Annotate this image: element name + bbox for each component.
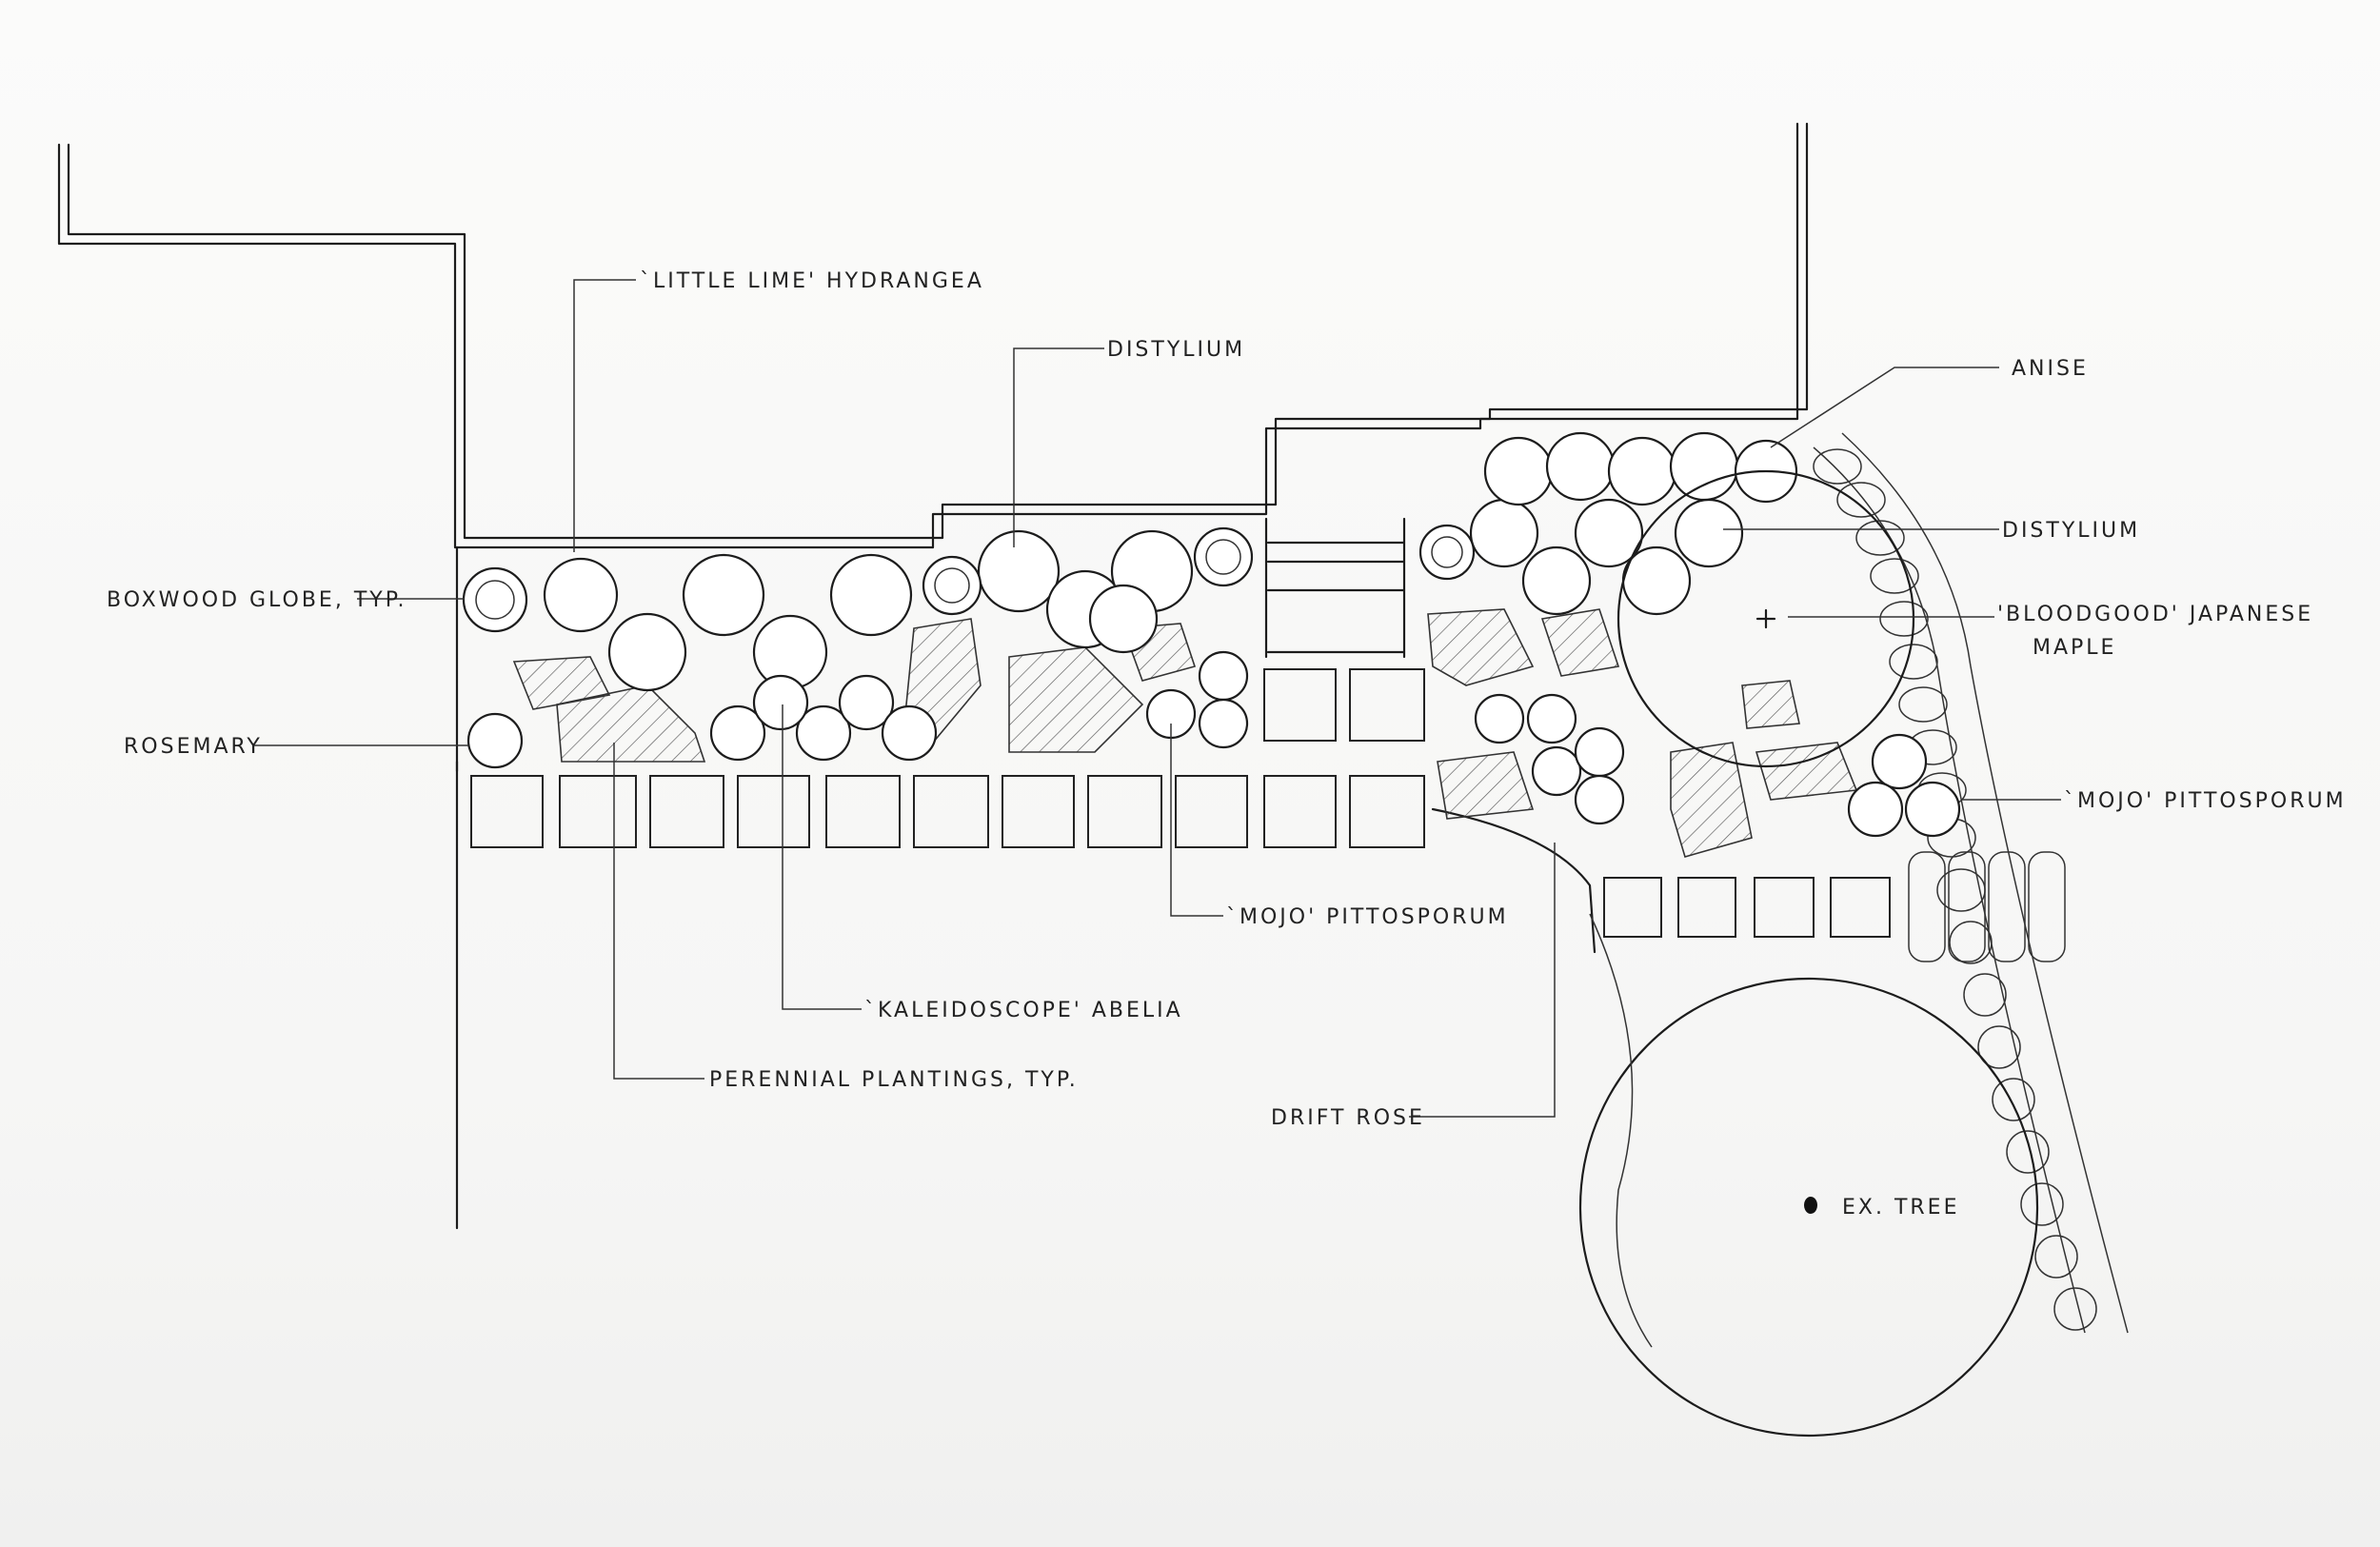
shrubs-hydrangea <box>543 553 913 692</box>
existing-tree-canopy <box>1578 977 2039 1438</box>
rosemary-shrub <box>466 712 524 769</box>
label-boxwood-globe: BOXWOOD GLOBE, TYP. <box>107 588 407 612</box>
existing-tree-trunk <box>1804 1197 1817 1214</box>
leader-lines <box>252 279 2061 1118</box>
shrubs-mojo-pittosporum-right <box>1847 733 1961 838</box>
perennial-planting-beds <box>512 608 1858 858</box>
shrubs-distylium-right <box>1469 498 1744 616</box>
label-distylium-top: DISTYLIUM <box>1107 338 1245 362</box>
label-mojo-pittosporum-center: `MOJO' PITTOSPORUM <box>1226 905 1509 929</box>
boxwood-globes <box>462 524 1476 633</box>
shrubs-anise <box>1483 431 1798 506</box>
paver-row-main <box>470 668 1425 848</box>
house-wall <box>57 122 1809 549</box>
shrubs-distylium-top <box>977 529 1194 654</box>
paver-row-lower <box>1603 877 1891 938</box>
label-japanese-maple: 'BLOODGOOD' JAPANESE <box>1997 603 2313 626</box>
label-distylium-right: DISTYLIUM <box>2002 519 2140 543</box>
label-drift-rose: DRIFT ROSE <box>1271 1106 1425 1130</box>
label-anise: ANISE <box>2012 357 2089 381</box>
japanese-maple-canopy <box>1616 469 1915 768</box>
label-japanese-maple-2: MAPLE <box>2033 636 2116 660</box>
label-perennial-plantings: PERENNIAL PLANTINGS, TYP. <box>709 1068 1079 1092</box>
label-kaleidoscope-abelia: `KALEIDOSCOPE' ABELIA <box>864 999 1183 1022</box>
shrubs-abelia <box>709 674 938 762</box>
label-mojo-pittosporum-right: `MOJO' PITTOSPORUM <box>2064 789 2347 813</box>
label-little-lime-hydrangea: `LITTLE LIME' HYDRANGEA <box>640 269 984 293</box>
label-ex-tree: EX. TREE <box>1842 1196 1959 1220</box>
japanese-maple-center <box>1755 608 1776 629</box>
shrubs-mojo-pittosporum-center <box>1145 650 1249 749</box>
steps <box>1264 517 1406 659</box>
shrubs-drift-rose <box>1474 693 1625 825</box>
label-rosemary: ROSEMARY <box>124 735 263 759</box>
drip-line <box>1589 913 1653 1348</box>
bed-edge-right-drop <box>1431 807 1597 954</box>
